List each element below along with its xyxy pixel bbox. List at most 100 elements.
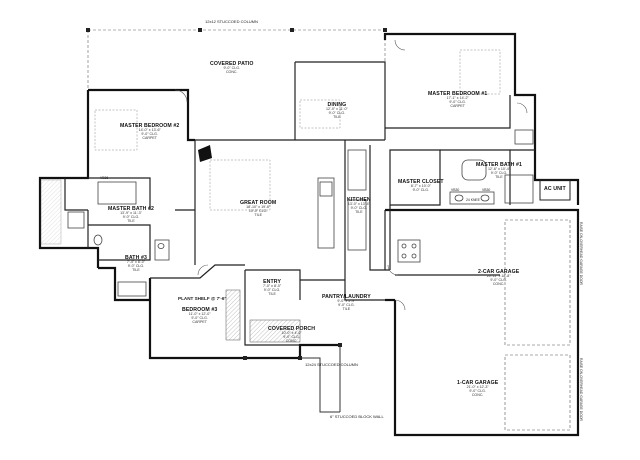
master-bath-2-ceiling: 9'-0" CLG. xyxy=(122,215,140,220)
master-closet-dims: 8'-7" x 10'-0" xyxy=(410,184,431,189)
room-great-room: GREAT ROOM 18'-10" x 19'-6" 10'-0" CLG. … xyxy=(240,200,277,218)
room-covered-porch: COVERED PORCH 10'-0" x 4'-0" 9'-0" CLG. … xyxy=(268,326,316,344)
master-bedroom-1-dims: 17'-1" x 14'-2" xyxy=(446,96,469,101)
kitchen-floor: TILE xyxy=(355,209,363,214)
bath-3-floor: TILE xyxy=(132,267,140,272)
great-room-ceiling: 10'-0" CLG. xyxy=(248,209,268,214)
master-bedroom-2-ceiling: 9'-0" CLG. xyxy=(141,132,158,137)
dining-floor: TILE xyxy=(333,114,341,119)
tub-tag: 24 KNEE xyxy=(466,198,480,202)
ac-unit-label: AC UNIT xyxy=(544,186,566,192)
covered-patio-floor: CONC. xyxy=(225,70,238,75)
block-wall xyxy=(300,345,341,413)
master-bedroom-2-dims: 14'-0" x 13'-6" xyxy=(138,128,161,133)
master-bath-2-floor: TILE xyxy=(127,218,135,223)
garage-2car-name: 2-CAR GARAGE xyxy=(478,269,520,275)
interior-walls xyxy=(64,61,535,346)
garage-doors xyxy=(504,219,571,431)
ac-unit-box xyxy=(539,179,571,201)
master-closet-name: MASTER CLOSET xyxy=(398,179,444,185)
hatched-areas xyxy=(40,179,301,343)
bedroom-3-dims: 11'-0" x 12'-0" xyxy=(188,312,211,317)
master-bedroom-1-ceiling: 9'-0" CLG. xyxy=(449,100,466,105)
master-closet-ceiling: 9'-0" CLG. xyxy=(412,188,430,193)
garage-door-note-1: RAISE ON-OVERHEAD GARAGE DOOR xyxy=(579,222,583,285)
room-master-closet: MASTER CLOSET 8'-7" x 10'-0" 9'-0" CLG. xyxy=(398,179,444,193)
bedroom-3-name: BEDROOM #3 xyxy=(182,307,218,313)
room-pantry-laundry: PANTRY/LAUNDRY 9'-0" x 5'-9" 9'-0" CLG. … xyxy=(322,294,371,312)
room-2-car-garage: 2-CAR GARAGE 20'-11" x 18'-8" 9'-0" CLG.… xyxy=(478,269,520,287)
master-bedroom-2-floor: CARPET xyxy=(142,135,157,140)
entry-ceiling: 9'-0" CLG. xyxy=(263,288,281,293)
garage-2car-dims: 20'-11" x 18'-8" xyxy=(486,274,511,279)
room-1-car-garage: 1-CAR GARAGE 21'-0" x 12'-3" 9'-0" CLG. … xyxy=(457,380,499,398)
pantry-laundry-dims: 9'-0" x 5'-9" xyxy=(337,299,356,304)
kitchen-ceiling: 9'-0" CLG. xyxy=(350,206,368,211)
room-bath-3: BATH #3 7'-4" x 8'-0" 9'-0" CLG. TILE xyxy=(125,255,147,273)
bedroom-3-ceiling: 9'-0" CLG. xyxy=(191,316,208,321)
master-bath-1-dims: 12'-6" x 10'-4" xyxy=(487,167,511,172)
kitchen-fixtures xyxy=(317,149,421,263)
great-room-floor: TILE xyxy=(254,212,262,217)
dining-ceiling: 9'-0" CLG. xyxy=(328,111,346,116)
garage-1car-name: 1-CAR GARAGE xyxy=(457,380,499,386)
vb-left-tag: VB30 xyxy=(451,188,460,192)
garage-2car-floor: CONC. xyxy=(492,281,505,286)
vb-bath2-tag: VB36 xyxy=(100,176,109,180)
covered-porch-ceiling: 9'-0" CLG. xyxy=(283,335,300,340)
room-master-bedroom-1: MASTER BEDROOM #1 17'-1" x 14'-2" 9'-0" … xyxy=(428,91,488,109)
garage-1car-dims: 21'-0" x 12'-3" xyxy=(466,385,489,390)
master-bath-1-fixtures xyxy=(449,129,534,205)
entry-name: ENTRY xyxy=(263,279,281,285)
vb-right-tag: VB30 xyxy=(482,188,491,192)
master-bath-1-name: MASTER BATH #1 xyxy=(476,162,522,168)
covered-porch-floor: CONC. xyxy=(285,338,298,343)
furniture xyxy=(94,49,501,211)
garage-1car-ceiling: 9'-0" CLG. xyxy=(469,389,486,394)
dining-dims: 12'-0" x 11'-0" xyxy=(326,107,348,112)
porch-columns xyxy=(243,343,342,360)
room-kitchen: KITCHEN 13'-0" x 13'-4" 9'-0" CLG. TILE xyxy=(347,197,371,215)
garage-door-note-2: RAISE ON-OVERHEAD GARAGE DOOR xyxy=(579,358,583,421)
entry-floor: TILE xyxy=(268,291,276,296)
kitchen-name: KITCHEN xyxy=(347,197,371,203)
great-room-name: GREAT ROOM xyxy=(240,200,277,206)
pantry-laundry-floor: TILE xyxy=(342,306,351,311)
garage-1car-floor: CONC. xyxy=(471,392,484,397)
master-bedroom-1-floor: CARPET xyxy=(450,103,465,108)
master-bath-1-floor: TILE xyxy=(495,174,503,179)
master-bedroom-2-name: MASTER BEDROOM #2 xyxy=(120,123,180,129)
covered-porch-name: COVERED PORCH xyxy=(268,326,316,332)
master-bath-2-fixtures xyxy=(67,181,170,297)
covered-patio-name: COVERED PATIO xyxy=(210,61,254,67)
entry-dims: 7'-0" x 8'-0" xyxy=(263,284,282,289)
room-covered-patio: COVERED PATIO 9'-0" CLG. CONC. xyxy=(210,61,254,75)
master-bath-1-ceiling: 9'-0" CLG. xyxy=(490,171,508,176)
master-bedroom-1-name: MASTER BEDROOM #1 xyxy=(428,91,488,97)
pantry-laundry-ceiling: 9'-0" CLG. xyxy=(338,303,355,308)
dining-name: DINING xyxy=(327,102,347,108)
master-bath-2-name: MASTER BATH #2 xyxy=(108,206,154,212)
room-dining: DINING 12'-0" x 11'-0" 9'-0" CLG. TILE xyxy=(326,102,348,120)
bath-3-name: BATH #3 xyxy=(125,255,147,261)
pantry-laundry-name: PANTRY/LAUNDRY xyxy=(322,294,371,300)
fireplace xyxy=(198,145,212,162)
bottom-column-note: 12x24 STUCCOED COLUMN xyxy=(305,362,358,367)
covered-patio-dims: 9'-0" CLG. xyxy=(223,66,241,71)
top-column-note: 12x12 STUCCOED COLUMN xyxy=(205,19,258,24)
covered-porch-dims: 10'-0" x 4'-0" xyxy=(281,331,302,336)
room-entry: ENTRY 7'-0" x 8'-0" 9'-0" CLG. TILE xyxy=(263,279,282,297)
ac-unit-name: AC UNIT xyxy=(544,186,566,192)
room-master-bath-1: MASTER BATH #1 12'-6" x 10'-4" 9'-0" CLG… xyxy=(476,162,522,180)
block-wall-note: 6" STUCCOED BLOCK WALL xyxy=(330,414,384,419)
kitchen-dims: 13'-0" x 13'-4" xyxy=(347,202,370,207)
plant-shelf-note: PLANT SHELF @ 7'-6" xyxy=(178,296,227,301)
room-master-bedroom-2: MASTER BEDROOM #2 14'-0" x 13'-6" 9'-0" … xyxy=(120,123,180,141)
bath-3-ceiling: 9'-0" CLG. xyxy=(127,264,145,269)
bedroom-3-floor: CARPET xyxy=(192,319,207,324)
great-room-dims: 18'-10" x 19'-6" xyxy=(246,205,271,210)
exterior-walls xyxy=(38,32,580,437)
master-bath-2-dims: 13'-9" x 11'-3" xyxy=(120,211,142,216)
door-swings xyxy=(174,39,528,311)
